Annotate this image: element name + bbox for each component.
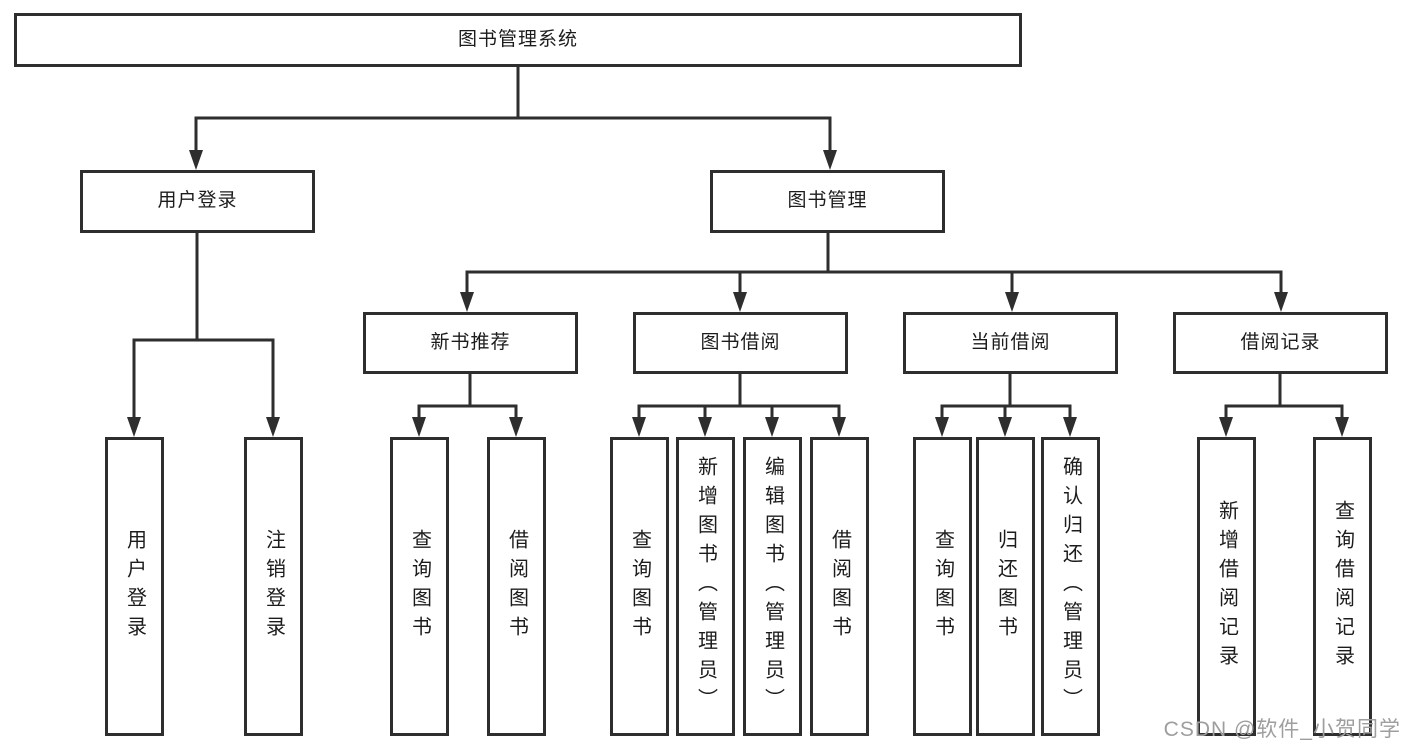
- arrowhead-down-icon: [765, 417, 779, 437]
- leaf-add-books-admin: 新增图书（管理员）: [676, 437, 735, 736]
- arrowhead-down-icon: [1335, 417, 1349, 437]
- leaf-query-books-recommend: 查询图书: [390, 437, 449, 736]
- leaf-add-borrow-record: 新增借阅记录: [1197, 437, 1256, 736]
- leaf-logout: 注销登录: [244, 437, 303, 736]
- node-borrow-record: 借阅记录: [1173, 312, 1388, 374]
- node-label: 图书管理系统: [457, 28, 578, 50]
- leaf-borrow-books: 借阅图书: [810, 437, 869, 736]
- node-label: 查询图书: [931, 528, 954, 645]
- edge-current-borrow-to-leaves: [940, 374, 1072, 421]
- arrowhead-down-icon: [733, 292, 747, 312]
- leaf-edit-books-admin: 编辑图书（管理员）: [743, 437, 802, 736]
- node-label: 新书推荐: [430, 331, 511, 353]
- node-user-login: 用户登录: [80, 170, 315, 233]
- arrowhead-down-icon: [1005, 292, 1019, 312]
- arrowhead-down-icon: [832, 417, 846, 437]
- node-label: 用户登录: [123, 528, 146, 645]
- node-library-system: 图书管理系统: [14, 13, 1022, 67]
- leaf-confirm-return-admin: 确认归还（管理员）: [1041, 437, 1100, 736]
- node-label: 注销登录: [262, 528, 285, 645]
- arrowhead-down-icon: [632, 417, 646, 437]
- arrowhead-down-icon: [1274, 292, 1288, 312]
- arrowhead-down-icon: [412, 417, 426, 437]
- leaf-query-books-borrow: 查询图书: [610, 437, 669, 736]
- node-label: 新增图书（管理员）: [694, 456, 717, 717]
- leaf-user-login: 用户登录: [105, 437, 164, 736]
- leaf-borrow-books-recommend: 借阅图书: [487, 437, 546, 736]
- arrowhead-down-icon: [460, 292, 474, 312]
- arrowhead-down-icon: [935, 417, 949, 437]
- node-current-borrow: 当前借阅: [903, 312, 1118, 374]
- node-label: 当前借阅: [970, 331, 1051, 353]
- arrowhead-down-icon: [1219, 417, 1233, 437]
- node-label: 确认归还（管理员）: [1059, 456, 1082, 717]
- arrowhead-down-icon: [1063, 417, 1077, 437]
- node-book-management: 图书管理: [710, 170, 945, 233]
- edge-book-borrow-to-leaves: [637, 374, 841, 421]
- arrowhead-down-icon: [127, 417, 141, 437]
- node-label: 图书管理: [787, 190, 868, 212]
- node-label: 图书借阅: [700, 331, 781, 353]
- arrowhead-down-icon: [509, 417, 523, 437]
- node-label: 借阅记录: [1240, 331, 1321, 353]
- node-book-borrow: 图书借阅: [633, 312, 848, 374]
- edge-book-management-to-level3: [465, 233, 1283, 300]
- edge-borrow-record-to-leaves: [1224, 374, 1344, 421]
- arrowhead-down-icon: [823, 150, 837, 170]
- node-label: 编辑图书（管理员）: [761, 456, 784, 717]
- node-label: 查询借阅记录: [1331, 499, 1354, 674]
- edge-user-login-to-leaves: [132, 233, 275, 421]
- arrowheads: [127, 150, 1349, 437]
- node-label: 借阅图书: [505, 528, 528, 645]
- edge-new-book-to-leaves: [417, 374, 518, 421]
- arrowhead-down-icon: [998, 417, 1012, 437]
- node-label: 借阅图书: [828, 528, 851, 645]
- leaf-return-books: 归还图书: [976, 437, 1035, 736]
- arrowhead-down-icon: [698, 417, 712, 437]
- leaf-query-books-current: 查询图书: [913, 437, 972, 736]
- node-label: 新增借阅记录: [1215, 499, 1238, 674]
- node-label: 查询图书: [408, 528, 431, 645]
- node-new-book-recommend: 新书推荐: [363, 312, 578, 374]
- node-label: 用户登录: [157, 190, 238, 212]
- watermark: CSDN @软件_小贺同学: [1163, 718, 1401, 741]
- arrowhead-down-icon: [189, 150, 203, 170]
- node-label: 归还图书: [994, 528, 1017, 645]
- leaf-query-borrow-record: 查询借阅记录: [1313, 437, 1372, 736]
- arrowhead-down-icon: [266, 417, 280, 437]
- edge-root-to-level2: [194, 67, 832, 160]
- node-label: 查询图书: [628, 528, 651, 645]
